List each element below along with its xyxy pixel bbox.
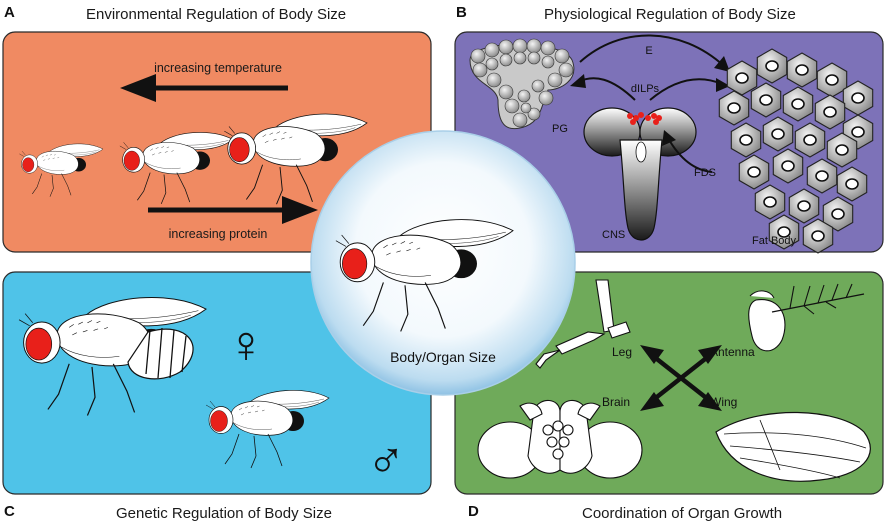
dilps-arrow-right [649,78,723,101]
panel-a-letter: A [4,4,15,21]
fat-cell-nucleus [781,160,795,172]
male-symbol: ♂ [367,432,406,490]
leg-drawing [535,279,631,369]
leg-label: Leg [612,345,632,359]
fat-cell-nucleus [811,230,825,242]
fat-cell-nucleus [823,106,837,118]
organ-arrows [646,350,716,406]
fat-cell-nucleus [777,226,791,238]
female-abdomen-stripes [127,327,194,380]
brain-drawing [477,399,643,479]
brain-label: Brain [602,395,630,409]
female-symbol: ♀ [227,316,266,374]
temperature-arrow [120,74,156,102]
panel-b-letter: B [456,4,467,21]
fat-cell-nucleus [759,94,773,106]
fds-label: FDS [694,167,716,179]
fat-cell-nucleus [763,196,777,208]
fat-cell-nucleus [727,102,741,114]
wing-drawing [715,411,871,482]
fat-body-label: Fat Body [752,235,797,247]
fat-cell-nucleus [815,170,829,182]
fat-cell-nucleus [851,126,865,138]
fat-cell-nucleus [845,178,859,190]
pg-label: PG [552,123,568,135]
panel-c-letter: C [4,503,15,520]
fat-cell-nucleus [765,60,779,72]
antenna-label: Antenna [710,345,755,359]
antenna-drawing [748,283,865,352]
temperature-label: increasing temperature [154,61,282,75]
central-nervous-system [583,107,697,241]
fat-cell-nucleus [795,64,809,76]
fat-cell-nucleus [735,72,749,84]
panel-d-title: Coordination of Organ Growth [582,505,783,522]
e-arrow [579,34,725,67]
fat-cell-nucleus [771,128,785,140]
fat-cell-nucleus [791,98,805,110]
fat-body [718,48,874,254]
fat-cell-nucleus [803,134,817,146]
wing-label: Wing [710,395,737,409]
protein-arrow [282,196,318,224]
fat-cell-nucleus [851,92,865,104]
protein-label: increasing protein [169,227,268,241]
fat-cell-nucleus [747,166,761,178]
panel-c-title: Genetic Regulation of Body Size [116,505,332,522]
e-label: E [645,45,652,57]
panel-d-letter: D [468,503,479,520]
fat-cell-nucleus [797,200,811,212]
fat-cell-nucleus [831,208,845,220]
prothoracic-gland [469,38,575,130]
center-label: Body/Organ Size [390,349,496,365]
panel-b-title: Physiological Regulation of Body Size [544,6,796,23]
dilps-label: dILPs [631,83,660,95]
panel-a-title: Environmental Regulation of Body Size [86,6,347,23]
fat-cell-nucleus [835,144,849,156]
cns-label: CNS [602,229,625,241]
fat-cell-nucleus [739,134,753,146]
fat-cell-nucleus [825,74,839,86]
